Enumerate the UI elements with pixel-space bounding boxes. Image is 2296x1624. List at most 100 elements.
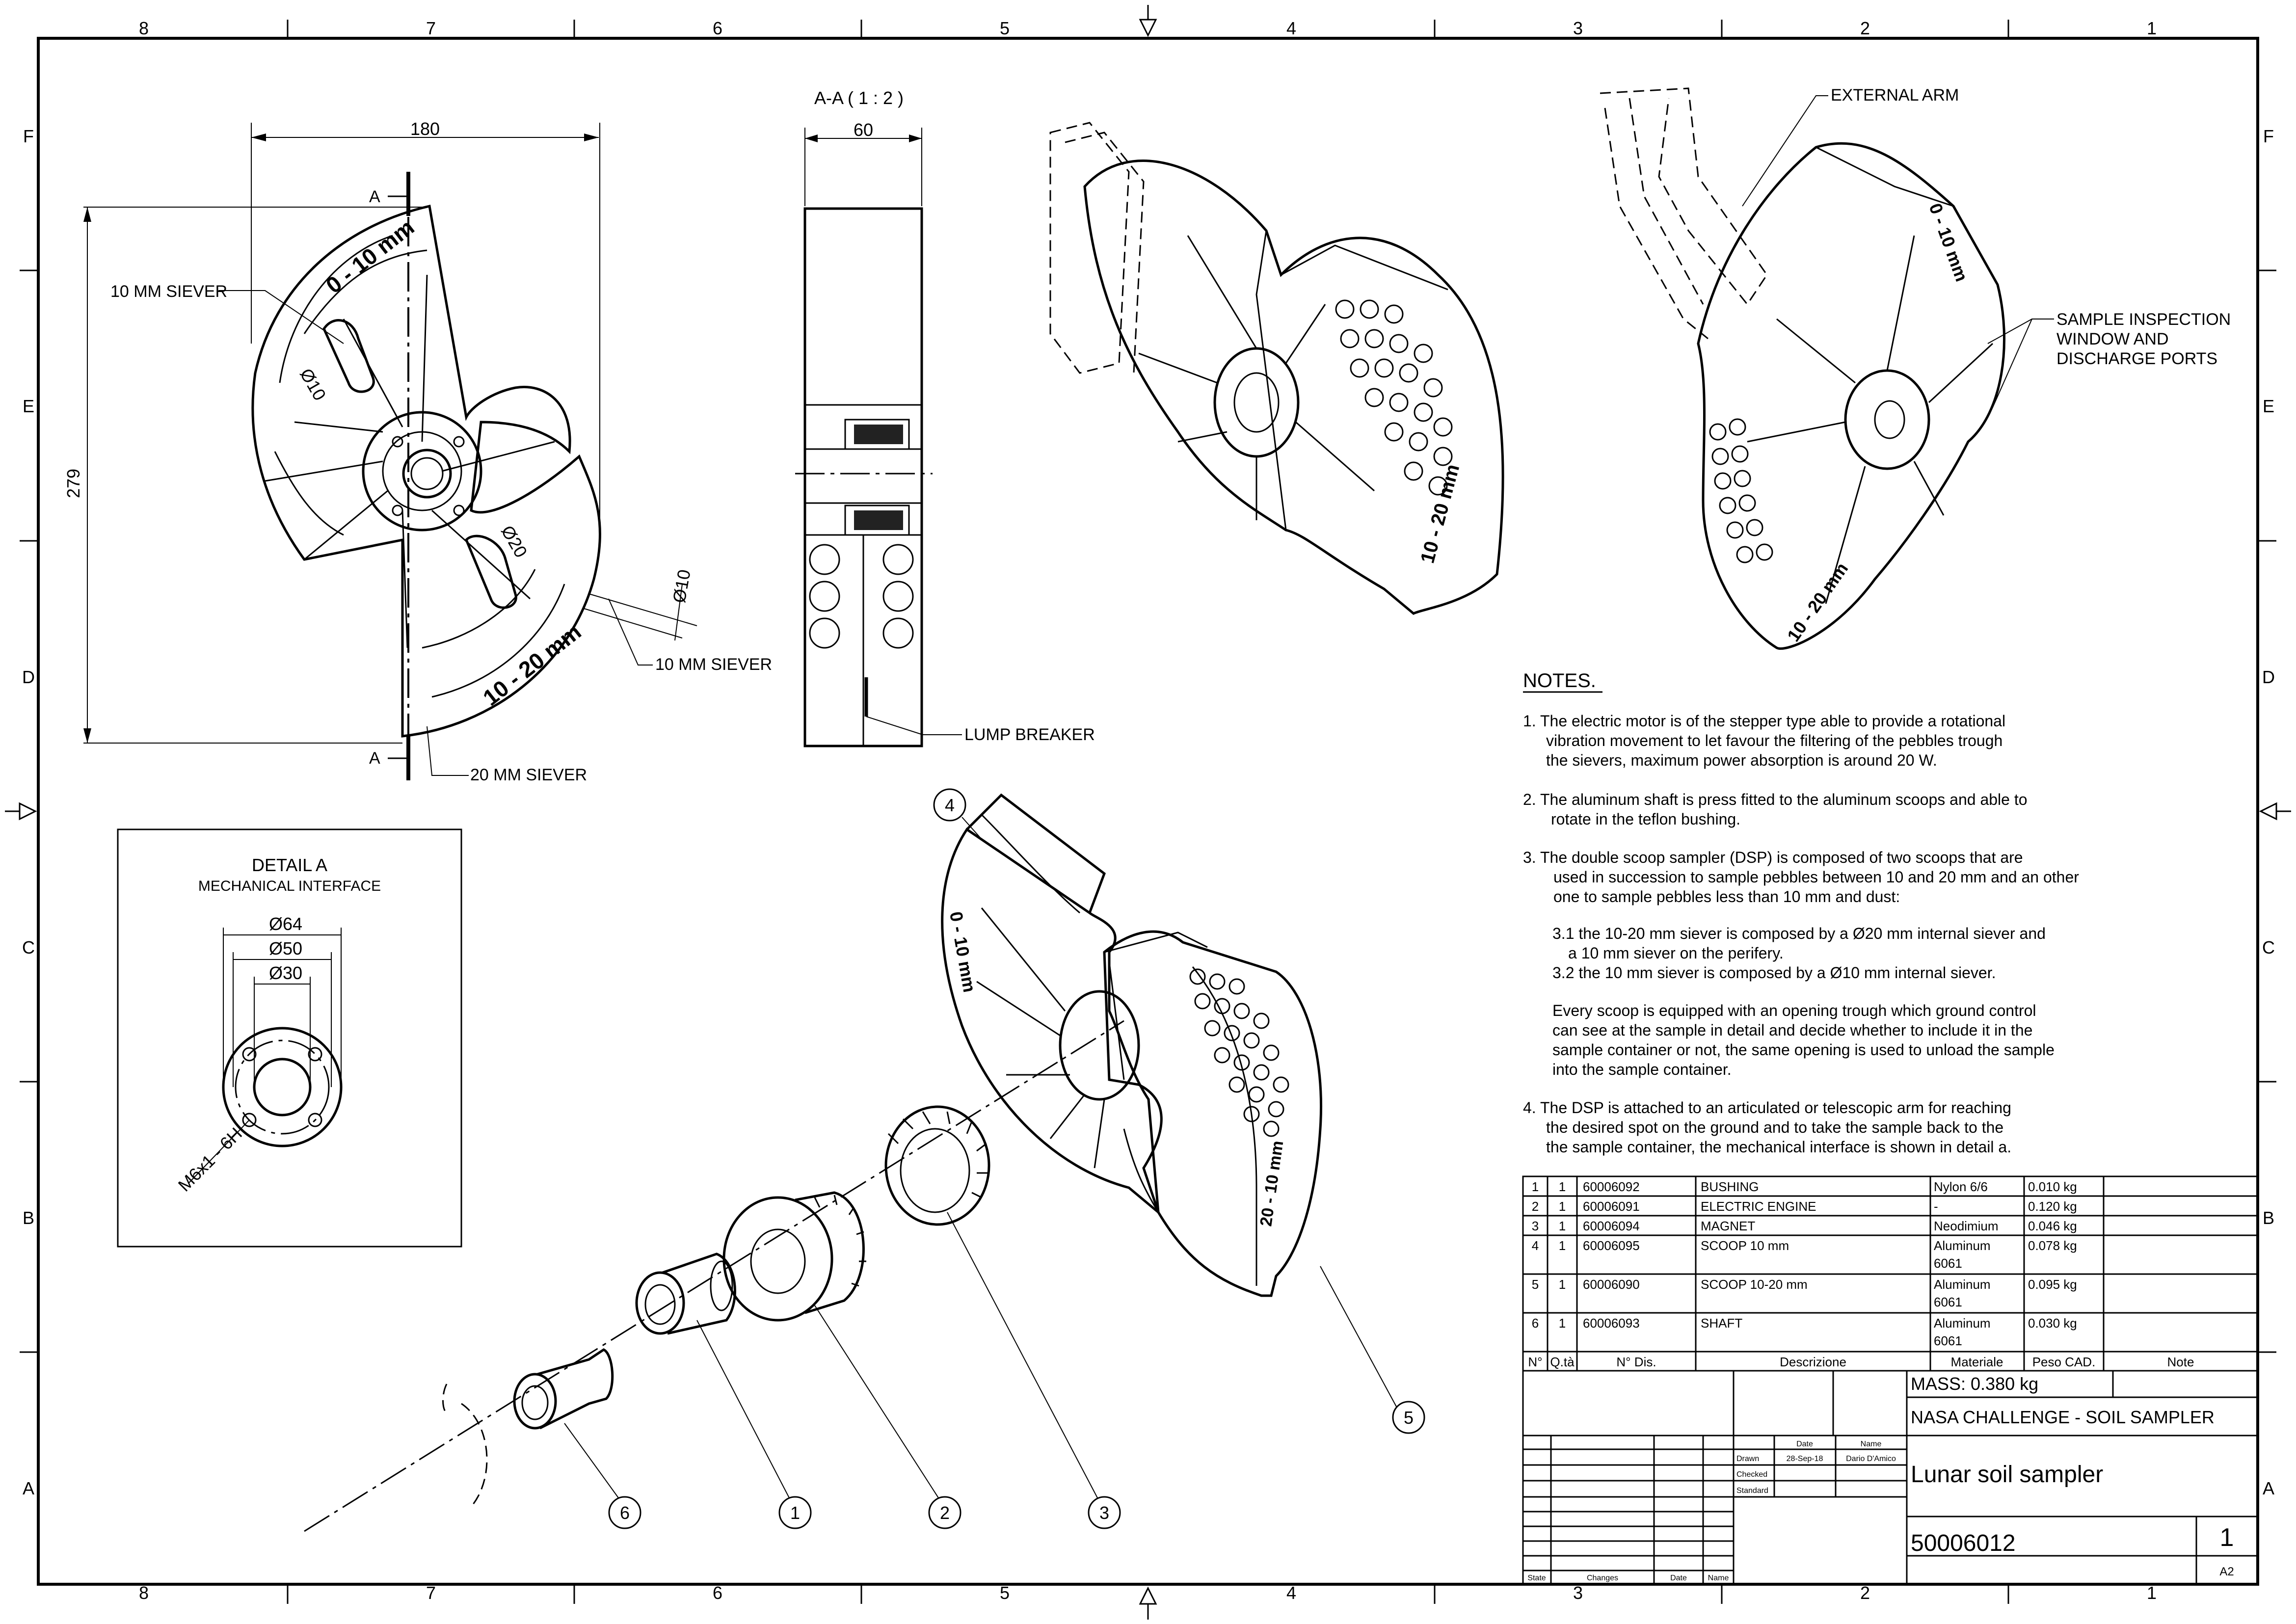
notes-heading: NOTES. (1523, 670, 1596, 692)
col-label: 5 (1000, 18, 1010, 38)
checked-label: Checked (1736, 1470, 1767, 1479)
note-line: 3.1 the 10-20 mm siever is composed by a… (1552, 925, 2046, 942)
row-label: F (23, 126, 34, 146)
section-mark-bottom: A (369, 749, 380, 768)
detail-dim-64: Ø64 (269, 914, 302, 934)
title-block-grid (1522, 1370, 2259, 1585)
footer-name: Name (1708, 1574, 1729, 1582)
zone-labels-top: 8 7 6 5 4 3 2 1 (139, 18, 2157, 38)
note-line: 1. The electric motor is of the stepper … (1523, 712, 2005, 730)
note-line: vibration movement to let favour the fil… (1546, 732, 2002, 749)
cell-weight: 0.078 kg (2028, 1238, 2077, 1253)
section-title: A-A ( 1 : 2 ) (814, 88, 904, 108)
row-label: A (23, 1478, 34, 1498)
cell-description: SCOOP 10 mm (1701, 1238, 1789, 1253)
cell-material: Aluminum (1934, 1316, 1991, 1331)
cell-material: - (1934, 1199, 1938, 1214)
isometric-view: 10 - 20 mm (1049, 122, 1504, 615)
callout-20mm-siever: 20 MM SIEVER (470, 766, 587, 784)
cell-drawing-number: 60006090 (1583, 1277, 1640, 1292)
section-view-a-a: A-A ( 1 : 2 ) 60 LUMP BREAKER (795, 88, 1095, 747)
row-label: C (22, 937, 35, 958)
parts-list-headers: N° Q.tà N° Dis. Descrizione Materiale Pe… (1528, 1355, 2194, 1369)
cell-drawing-number: 60006092 (1583, 1179, 1640, 1194)
row-label: D (2262, 667, 2275, 687)
exploded-hole-pattern (1189, 968, 1289, 1137)
sheet-number: 1 (2220, 1523, 2234, 1552)
note-line: the sample container, the mechanical int… (1546, 1138, 2011, 1156)
detail-dim-30: Ø30 (269, 963, 302, 983)
zone-labels-left: F E D C B A (22, 126, 35, 1498)
drawing-title: Lunar soil sampler (1911, 1462, 2103, 1488)
cell-material: 6061 (1934, 1295, 1962, 1309)
cell-quantity: 1 (1559, 1316, 1566, 1331)
col-name-label: Name (1861, 1440, 1882, 1448)
cell-number: 5 (1532, 1277, 1539, 1292)
section-dim-width: 60 (854, 120, 873, 140)
cell-quantity: 1 (1559, 1179, 1566, 1194)
project-name: NASA CHALLENGE - SOIL SAMPLER (1911, 1407, 2215, 1427)
cell-description: SCOOP 10-20 mm (1701, 1277, 1808, 1292)
cell-weight: 0.010 kg (2028, 1179, 2077, 1194)
note-line: 4. The DSP is attached to an articulated… (1523, 1099, 2011, 1117)
svg-text:3: 3 (1099, 1503, 1109, 1523)
note-line: sample container or not, the same openin… (1552, 1041, 2055, 1059)
balloon-4: 4 (933, 788, 982, 840)
svg-text:5: 5 (1404, 1408, 1414, 1428)
cell-material: Aluminum (1934, 1238, 1991, 1253)
cell-description: BUSHING (1701, 1179, 1759, 1194)
cell-weight: 0.030 kg (2028, 1316, 2077, 1331)
note-line: Every scoop is equipped with an opening … (1552, 1002, 2036, 1019)
footer-changes: Changes (1587, 1574, 1618, 1582)
row-label: E (2263, 396, 2274, 416)
note-line: into the sample container. (1552, 1061, 1732, 1078)
header-number: N° (1528, 1355, 1542, 1369)
cell-number: 6 (1532, 1316, 1539, 1331)
cell-number: 3 (1532, 1219, 1539, 1233)
front-view: 180 279 A A 0 - 10 mm 10 (63, 119, 772, 784)
cell-drawing-number: 60006091 (1583, 1199, 1640, 1214)
cell-quantity: 1 (1559, 1219, 1566, 1233)
header-quantity: Q.tà (1550, 1355, 1575, 1369)
balloon-1: 1 (696, 1320, 812, 1529)
cell-weight: 0.095 kg (2028, 1277, 2077, 1292)
sheet-format: A2 (2219, 1565, 2234, 1578)
cell-quantity: 1 (1559, 1199, 1566, 1214)
footer-state: State (1527, 1574, 1546, 1582)
parts-list-table: 1 1 60006092 BUSHING Nylon 6/6 0.010 kg 2 1 6000… (1522, 1175, 2259, 1372)
zone-labels-bottom: 8 7 6 5 4 3 2 1 (139, 1583, 2157, 1603)
detail-thread: M6x1 - 6H (174, 1123, 246, 1195)
detail-title: DETAIL A (252, 855, 327, 875)
col-label: 4 (1286, 1583, 1296, 1603)
callout-10mm-siever-right: 10 MM SIEVER (655, 655, 772, 674)
cell-drawing-number: 60006095 (1583, 1238, 1640, 1253)
zone-ticks (5, 5, 2291, 1620)
callout-external-arm: EXTERNAL ARM (1831, 86, 1959, 105)
parts-list-rows: 1 1 60006092 BUSHING Nylon 6/6 0.010 kg 2 1 6000… (1532, 1179, 2077, 1348)
note-line: a 10 mm siever on the perifery. (1568, 944, 1784, 962)
cell-material: Nylon 6/6 (1934, 1179, 1988, 1194)
header-weight: Peso CAD. (2032, 1355, 2096, 1369)
note-line: the desired spot on the ground and to ta… (1546, 1118, 2003, 1136)
cell-description: SHAFT (1701, 1316, 1742, 1331)
engraving-10-20: 10 - 20 mm (478, 619, 586, 711)
detail-a: DETAIL A MECHANICAL INTERFACE Ø64 Ø50 Ø3… (117, 828, 462, 1248)
col-label: 3 (1573, 1583, 1583, 1603)
col-label: 4 (1286, 18, 1296, 38)
svg-text:2: 2 (940, 1503, 950, 1523)
row-label: B (23, 1208, 34, 1228)
title-block: MASS: 0.380 kg NASA CHALLENGE - SOIL SAM… (1522, 1370, 2259, 1585)
dim-perimeter-10: Ø10 (669, 568, 694, 604)
iso-engraving: 10 - 20 mm (1416, 462, 1464, 565)
col-label: 1 (2147, 18, 2157, 38)
note-line: can see at the sample in detail and deci… (1552, 1021, 2032, 1039)
col-label: 1 (2147, 1583, 2157, 1603)
col-label: 7 (426, 18, 436, 38)
header-drawing-number: N° Dis. (1616, 1355, 1656, 1369)
col-label: 2 (1860, 1583, 1870, 1603)
cell-number: 2 (1532, 1199, 1539, 1214)
exploded-engraving-5: 20 - 10 mm (1256, 1140, 1287, 1227)
iso-hole-pattern (1335, 299, 1453, 496)
drawing-frame: 8 7 6 5 4 3 2 1 8 7 6 5 4 3 2 1 F E D C … (5, 5, 2291, 1620)
